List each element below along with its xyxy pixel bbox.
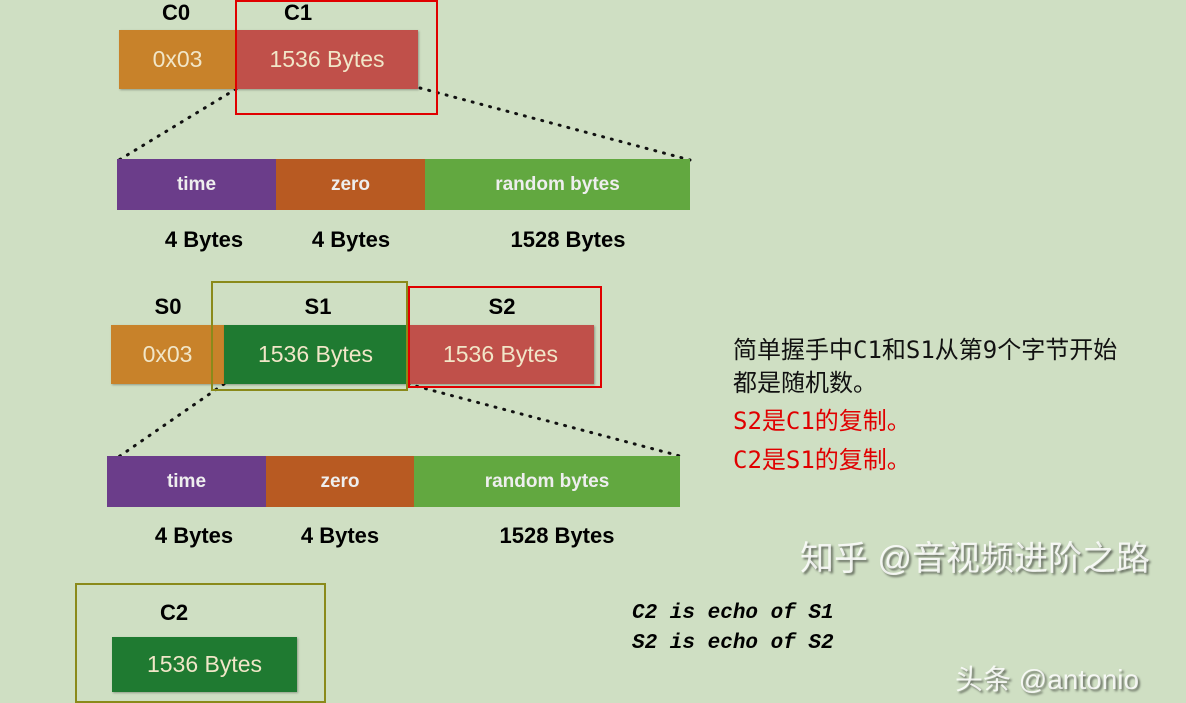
dotted-line	[406, 382, 682, 458]
s1-random-size: 1528 Bytes	[499, 523, 615, 548]
note-line-1: 简单握手中C1和S1从第9个字节开始	[733, 336, 1118, 364]
c1-time-size: 4 Bytes	[164, 227, 244, 252]
s2-highlight-frame	[408, 286, 602, 388]
c0-block: 0x03	[119, 30, 236, 89]
dotted-line	[115, 382, 226, 460]
c2-block: 1536 Bytes	[112, 637, 297, 692]
s0-block: 0x03	[111, 325, 224, 384]
c1-random-segment: random bytes	[425, 159, 690, 210]
s1-block: 1536 Bytes	[224, 325, 407, 384]
zhihu-watermark: 知乎 @音视频进阶之路	[800, 540, 1150, 578]
dotted-line	[418, 86, 692, 162]
s1-label: S1	[304, 294, 332, 319]
c1-random-size: 1528 Bytes	[510, 227, 626, 252]
s2-block: 1536 Bytes	[407, 325, 594, 384]
s1-zero-segment: zero	[266, 456, 414, 507]
s1-time-size: 4 Bytes	[154, 523, 234, 548]
s0-label: S0	[154, 294, 182, 319]
c1-time-segment: time	[117, 159, 276, 210]
toutiao-watermark: 头条 @antonio	[955, 664, 1140, 695]
echo-line-1: C2 is echo of S1	[632, 602, 834, 625]
note-line-4: C2是S1的复制。	[733, 446, 911, 474]
note-line-2: 都是随机数。	[733, 369, 877, 397]
c1-zero-size: 4 Bytes	[311, 227, 391, 252]
c1-zero-segment: zero	[276, 159, 425, 210]
s2-label: S2	[488, 294, 516, 319]
dotted-line	[117, 87, 238, 162]
s1-zero-size: 4 Bytes	[300, 523, 380, 548]
echo-line-2: S2 is echo of S2	[632, 632, 834, 655]
c1-highlight-frame	[235, 0, 438, 115]
c0-label: C0	[161, 0, 191, 25]
c1-label: C1	[283, 0, 313, 25]
c1-block: 1536 Bytes	[236, 30, 418, 89]
s1-time-segment: time	[107, 456, 266, 507]
note-line-3: S2是C1的复制。	[733, 407, 911, 435]
s1-random-segment: random bytes	[414, 456, 680, 507]
s1-highlight-frame	[211, 281, 408, 391]
c2-label: C2	[159, 600, 189, 625]
